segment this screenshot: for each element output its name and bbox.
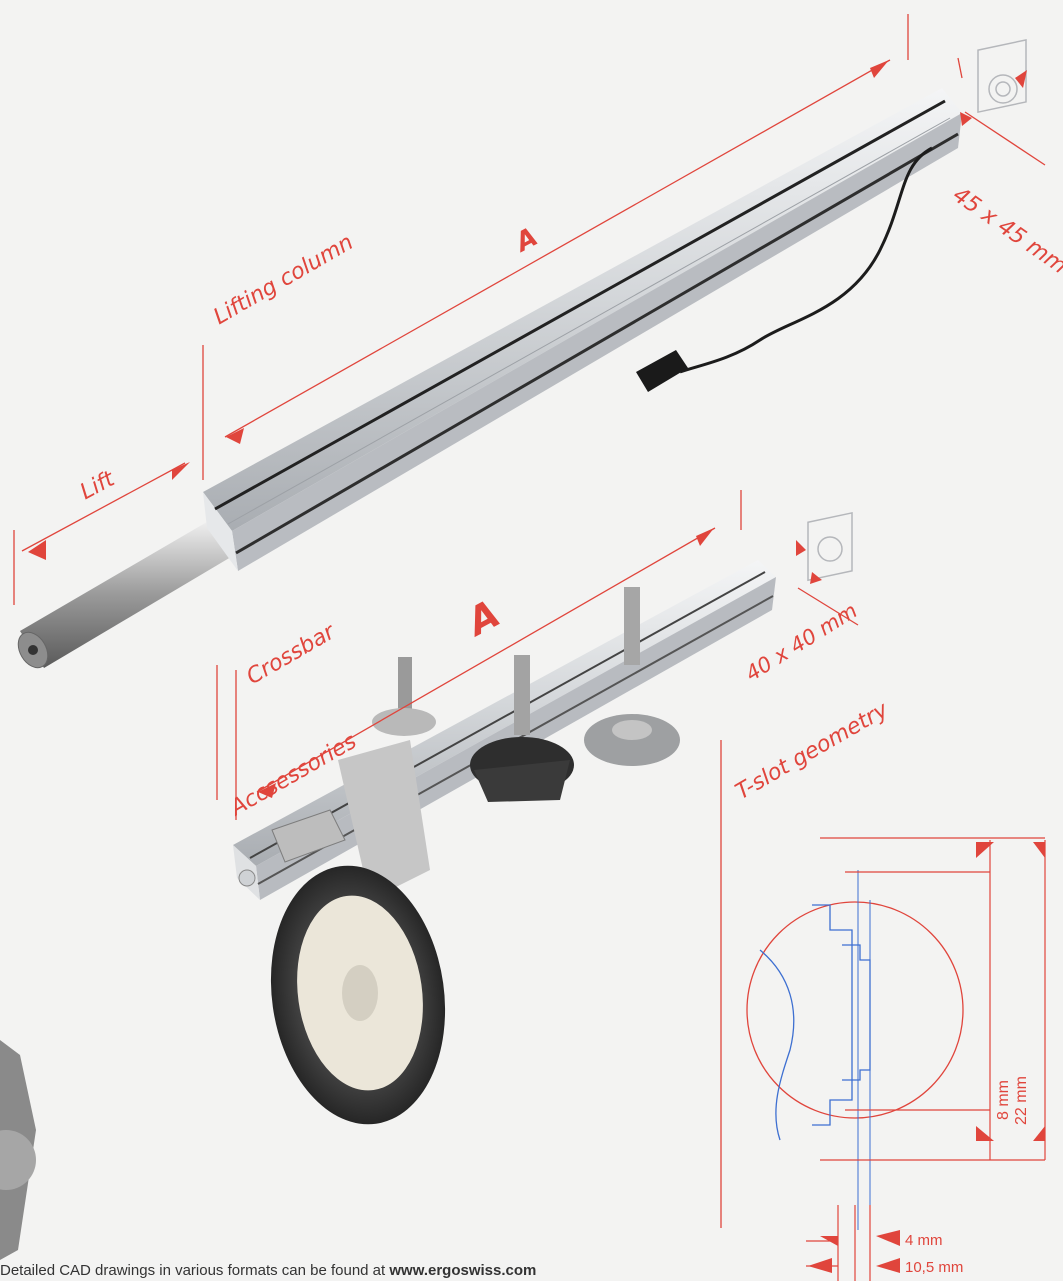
tslot-dim-8mm: 8 mm <box>995 1080 1012 1120</box>
caster-wheel <box>270 657 446 1125</box>
end-plate-40 <box>807 511 853 582</box>
lifting-column <box>17 88 962 669</box>
tslot-drawing <box>746 837 1046 1281</box>
cable <box>636 146 933 392</box>
leveling-foot-metal <box>584 587 680 766</box>
footer-note: Detailed CAD drawings in various formats… <box>0 1262 536 1279</box>
leveling-foot-black <box>470 655 574 802</box>
tslot-dim-10-5mm: 10,5 mm <box>905 1259 964 1276</box>
website-link[interactable]: www.ergoswiss.com <box>389 1262 537 1279</box>
dimension-lines <box>13 14 1046 1228</box>
tslot-dim-22mm: 22 mm <box>1013 1076 1030 1125</box>
dimension-arrows <box>28 60 1027 798</box>
partial-part-left <box>0 1040 36 1260</box>
piston-rod <box>20 519 236 668</box>
connector <box>636 350 688 392</box>
footer-text: Detailed CAD drawings in various formats… <box>0 1262 390 1279</box>
tslot-dim-4mm: 4 mm <box>905 1232 943 1249</box>
